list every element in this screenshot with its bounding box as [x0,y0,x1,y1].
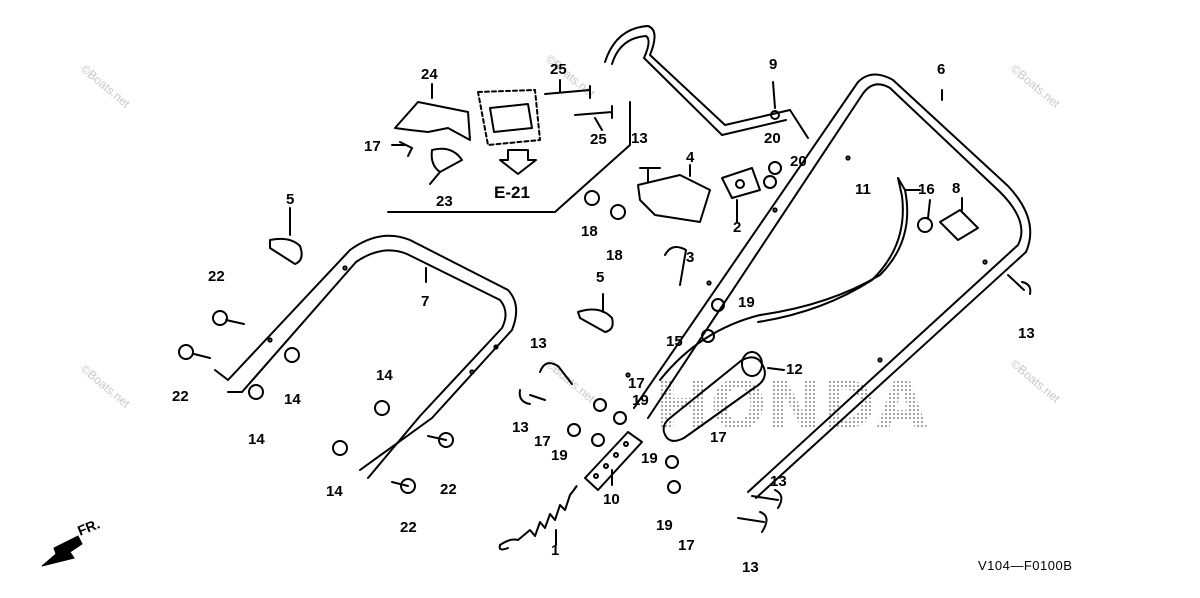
part-label: 19 [738,294,755,311]
direction-label: FR. [75,515,102,538]
part-label: 1 [551,542,559,559]
part-label: 5 [596,269,604,286]
part-label: 17 [534,433,551,450]
part-label: 12 [786,361,803,378]
part-label: 2 [733,219,741,236]
part-label: 22 [172,388,189,405]
part-label: 13 [770,473,787,490]
engine-stop-bracket [394,101,471,173]
part-label: 22 [440,481,457,498]
site-watermark: ©Boats.net [1008,357,1063,406]
part-label: 18 [606,247,623,264]
reference-label: E-21 [494,183,530,202]
part-label: 14 [326,483,343,500]
drawing-code: V104—F0100B [978,558,1072,573]
part-label: 13 [512,419,529,436]
part-label: 10 [603,491,620,508]
site-watermark: ©Boats.net [78,362,133,411]
part-label: 5 [286,191,294,208]
part-label: 22 [208,268,225,285]
brand-watermark: HONDA [655,367,927,444]
part-label: 20 [790,153,807,170]
part-label: 14 [248,431,265,448]
site-watermark: ©Boats.net [1008,62,1063,111]
part-label: 23 [436,193,453,210]
part-label: 25 [590,131,607,148]
control-cable [659,177,909,381]
part-label: 4 [686,149,695,166]
part-label: 17 [710,429,727,446]
part-label: 17 [628,375,645,392]
part-label: 11 [855,181,871,198]
part-label: 13 [530,335,547,352]
part-label: 6 [937,61,945,78]
part-label: 17 [678,537,695,554]
part-label: 25 [550,61,567,78]
part-label: 15 [666,333,683,350]
part-label: 19 [551,447,568,464]
part-label: 17 [364,138,381,155]
part-label: 3 [686,249,694,266]
site-watermarks: ©Boats.net ©Boats.net ©Boats.net ©Boats.… [78,52,1063,411]
part-label: 13 [742,559,759,576]
part-label: 24 [421,66,438,83]
part-label: 13 [631,130,648,147]
spring [498,485,578,551]
adjust-bar [584,431,643,491]
control-bail [604,25,809,139]
part-label: 19 [632,392,649,409]
part-number-labels: 1 2 3 4 5 5 6 7 8 9 10 11 12 13 13 13 13… [172,56,1035,576]
upper-handle [625,73,1032,499]
part-label: 9 [769,56,777,73]
arrow-icon [41,535,83,567]
front-direction-arrow: FR. [41,515,102,567]
part-label: 16 [918,181,935,198]
part-label: 8 [952,180,960,197]
part-label: 18 [581,223,598,240]
part-label: 14 [284,391,301,408]
part-label: 13 [1018,325,1035,342]
part-label: 19 [641,450,658,467]
part-label: 20 [764,130,781,147]
lower-handle [214,234,518,479]
grip [662,351,766,442]
part-label: 19 [656,517,673,534]
part-label: 7 [421,293,429,310]
part-label: 22 [400,519,417,536]
part-label: 14 [376,367,393,384]
site-watermark: ©Boats.net [78,62,133,111]
